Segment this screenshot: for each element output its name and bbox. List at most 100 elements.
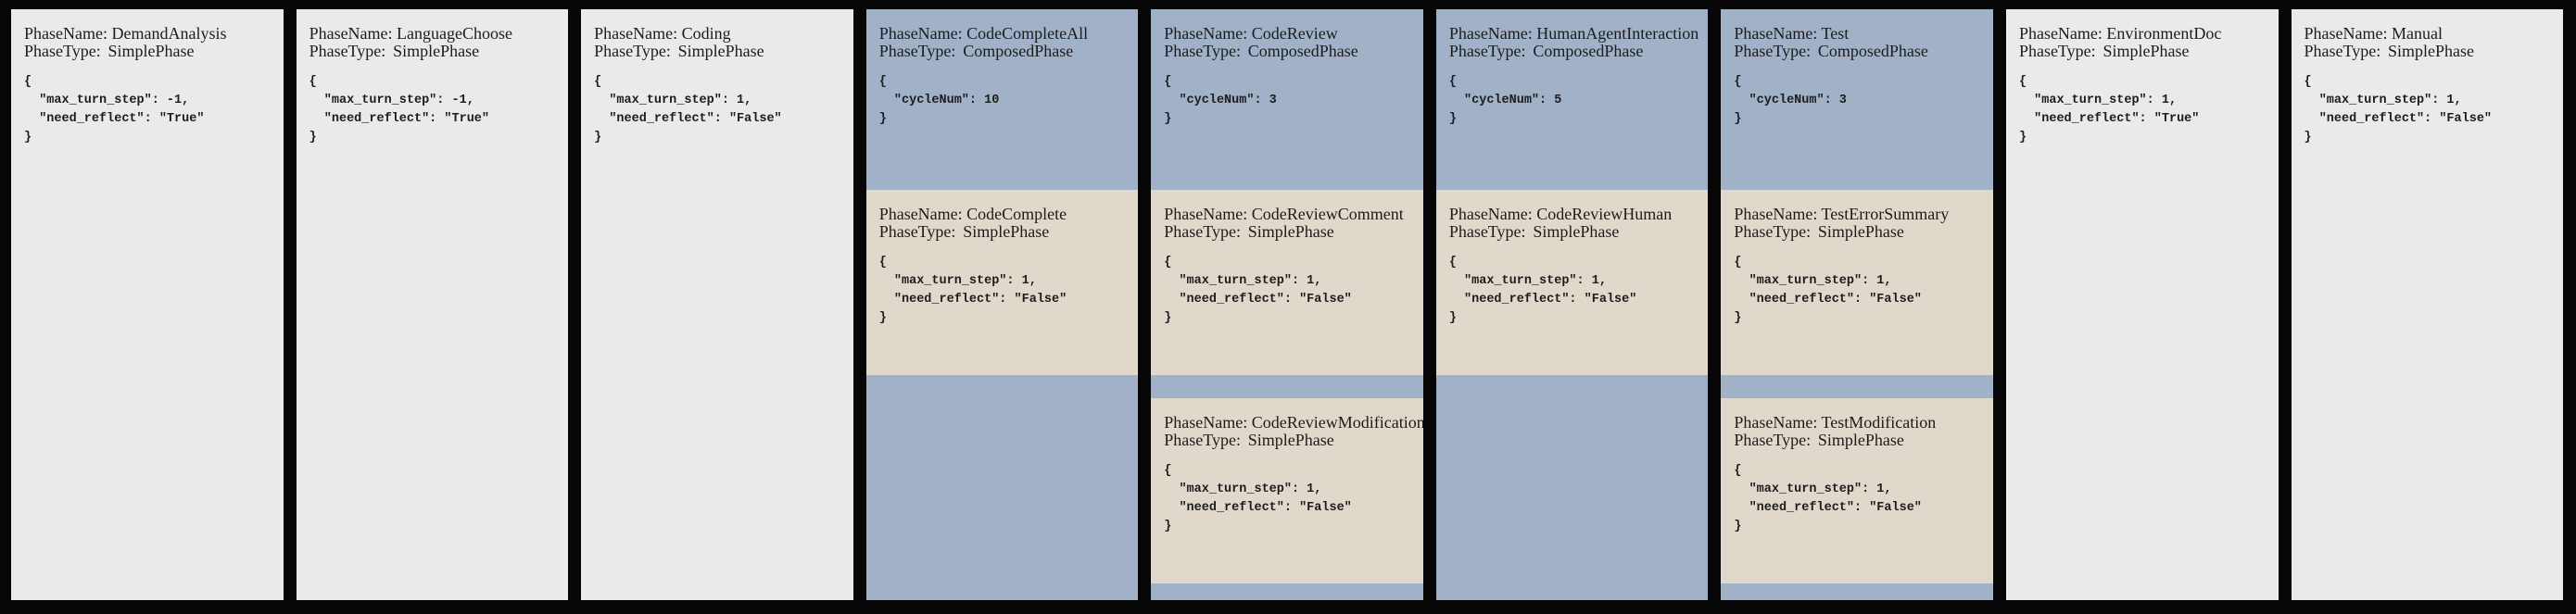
phase-type-row: PhaseType: SimplePhase xyxy=(1164,223,1416,241)
phase-type-label: PhaseType: xyxy=(594,42,671,60)
phase-config: { "max_turn_step": -1, "need_reflect": "… xyxy=(24,75,205,144)
phase-config: { "cycleNum": 10 } xyxy=(878,75,1000,126)
phase-type-row: PhaseType: SimplePhase xyxy=(594,43,846,60)
phase-type-value: SimplePhase xyxy=(1817,431,1904,449)
phase-config: { "max_turn_step": 1, "need_reflect": "F… xyxy=(1734,256,1922,325)
phase-config: { "max_turn_step": 1, "need_reflect": "F… xyxy=(1164,256,1352,325)
phase-config: { "cycleNum": 3 } xyxy=(1164,75,1277,126)
phase-block: PhaseName: Coding PhaseType: SimplePhase… xyxy=(581,9,853,190)
phase-name-value: CodeReviewModification xyxy=(1251,413,1423,432)
phase-name-label: PhaseName: xyxy=(1448,24,1533,43)
phase-name-label: PhaseName: xyxy=(1734,413,1818,432)
phase-name-row: PhaseName: Manual xyxy=(2305,25,2557,43)
phase-type-label: PhaseType: xyxy=(24,42,101,60)
phase-column-HumanAgentInteraction: PhaseName: HumanAgentInteraction PhaseTy… xyxy=(1435,9,1709,600)
phase-block: PhaseName: EnvironmentDoc PhaseType: Sim… xyxy=(2006,9,2279,190)
phase-block: PhaseName: TestErrorSummary PhaseType: S… xyxy=(1721,190,1993,375)
phase-name-label: PhaseName: xyxy=(878,24,963,43)
phase-type-value: SimplePhase xyxy=(1817,222,1904,241)
phase-name-value: HumanAgentInteraction xyxy=(1536,24,1699,43)
phase-column-EnvironmentDoc: PhaseName: EnvironmentDoc PhaseType: Sim… xyxy=(2005,9,2279,600)
phase-block: PhaseName: CodeReview PhaseType: Compose… xyxy=(1151,9,1423,190)
phase-name-label: PhaseName: xyxy=(309,24,393,43)
phase-name-value: Manual xyxy=(2391,24,2443,43)
phase-name-label: PhaseName: xyxy=(878,205,963,223)
phase-name-value: CodeCompleteAll xyxy=(966,24,1089,43)
phase-config: { "max_turn_step": 1, "need_reflect": "F… xyxy=(1734,464,1922,533)
phase-name-label: PhaseName: xyxy=(1164,413,1248,432)
phase-name-label: PhaseName: xyxy=(1448,205,1533,223)
phase-type-value: SimplePhase xyxy=(677,42,764,60)
phase-type-label: PhaseType: xyxy=(2304,42,2381,60)
phase-column-LanguageChoose: PhaseName: LanguageChoose PhaseType: Sim… xyxy=(296,9,569,600)
phase-name-value: CodeComplete xyxy=(966,205,1067,223)
phase-name-label: PhaseName: xyxy=(2018,24,2102,43)
phase-type-label: PhaseType: xyxy=(1448,42,1526,60)
phase-config: { "max_turn_step": 1, "need_reflect": "F… xyxy=(1164,464,1352,533)
phase-block: PhaseName: CodeReviewComment PhaseType: … xyxy=(1151,190,1423,375)
phase-type-row: PhaseType: ComposedPhase xyxy=(1734,43,1986,60)
phase-block: PhaseName: CodeComplete PhaseType: Simpl… xyxy=(865,190,1139,375)
phase-block: PhaseName: DemandAnalysis PhaseType: Sim… xyxy=(11,9,284,190)
phase-type-label: PhaseType: xyxy=(1734,431,1812,449)
composed-phase-gap xyxy=(1151,375,1423,398)
phase-type-value: SimplePhase xyxy=(963,222,1050,241)
phase-name-row: PhaseName: Test xyxy=(1734,25,1986,43)
phase-type-row: PhaseType: ComposedPhase xyxy=(879,43,1131,60)
phase-type-row: PhaseType: SimplePhase xyxy=(1164,432,1416,449)
phase-type-row: PhaseType: SimplePhase xyxy=(879,223,1131,241)
phase-column-Test: PhaseName: Test PhaseType: ComposedPhase… xyxy=(1721,9,1993,600)
phase-column-DemandAnalysis: PhaseName: DemandAnalysis PhaseType: Sim… xyxy=(11,9,284,600)
phase-name-value: CodeReview xyxy=(1251,24,1338,43)
phase-type-value: SimplePhase xyxy=(393,42,480,60)
phase-name-row: PhaseName: EnvironmentDoc xyxy=(2019,25,2271,43)
phase-name-value: DemandAnalysis xyxy=(111,24,227,43)
phase-type-value: ComposedPhase xyxy=(963,42,1074,60)
phase-type-label: PhaseType: xyxy=(1164,222,1241,241)
phase-config: { "max_turn_step": 1, "need_reflect": "F… xyxy=(878,256,1067,325)
phase-block: PhaseName: CodeCompleteAll PhaseType: Co… xyxy=(866,9,1139,190)
phase-type-row: PhaseType: SimplePhase xyxy=(1734,223,1986,241)
phase-name-label: PhaseName: xyxy=(2304,24,2388,43)
phase-type-label: PhaseType: xyxy=(1164,42,1241,60)
phase-type-row: PhaseType: SimplePhase xyxy=(24,43,276,60)
phase-name-value: TestErrorSummary xyxy=(1821,205,1950,223)
phase-name-value: Coding xyxy=(681,24,731,43)
phase-config: { "cycleNum": 5 } xyxy=(1448,75,1562,126)
phase-name-row: PhaseName: CodeReviewModification xyxy=(1164,413,1423,432)
phase-type-row: PhaseType: SimplePhase xyxy=(2019,43,2271,60)
phase-name-label: PhaseName: xyxy=(1734,24,1818,43)
phase-name-row: PhaseName: CodeReviewHuman xyxy=(1449,206,1701,223)
phase-type-label: PhaseType: xyxy=(1734,222,1812,241)
phase-name-row: PhaseName: CodeCompleteAll xyxy=(879,25,1131,43)
phase-column-Coding: PhaseName: Coding PhaseType: SimplePhase… xyxy=(581,9,853,600)
phase-config: { "max_turn_step": 1, "need_reflect": "F… xyxy=(2304,75,2493,144)
phase-block: PhaseName: Test PhaseType: ComposedPhase… xyxy=(1721,9,1993,190)
phase-type-value: ComposedPhase xyxy=(1533,42,1644,60)
phase-block: PhaseName: Manual PhaseType: SimplePhase… xyxy=(2292,9,2564,190)
phase-name-row: PhaseName: HumanAgentInteraction xyxy=(1449,25,1701,43)
phase-config: { "max_turn_step": 1, "need_reflect": "T… xyxy=(2018,75,2200,144)
phase-name-label: PhaseName: xyxy=(1164,205,1248,223)
phase-type-value: SimplePhase xyxy=(1247,431,1334,449)
phase-name-row: PhaseName: CodeReview xyxy=(1164,25,1416,43)
phase-name-value: TestModification xyxy=(1821,413,1937,432)
phase-type-label: PhaseType: xyxy=(1448,222,1526,241)
phase-config: { "max_turn_step": -1, "need_reflect": "… xyxy=(309,75,489,144)
phase-column-Manual: PhaseName: Manual PhaseType: SimplePhase… xyxy=(2291,9,2564,600)
phase-type-label: PhaseType: xyxy=(1734,42,1812,60)
phase-name-row: PhaseName: TestErrorSummary xyxy=(1734,206,1986,223)
phase-block: PhaseName: CodeReviewModification PhaseT… xyxy=(1151,398,1423,583)
phase-name-label: PhaseName: xyxy=(594,24,678,43)
phase-type-row: PhaseType: ComposedPhase xyxy=(1449,43,1701,60)
phase-name-row: PhaseName: TestModification xyxy=(1734,414,1986,432)
phase-block: PhaseName: CodeReviewHuman PhaseType: Si… xyxy=(1435,190,1709,375)
phase-block: PhaseName: HumanAgentInteraction PhaseTy… xyxy=(1436,9,1709,190)
phase-column-CodeReview: PhaseName: CodeReview PhaseType: Compose… xyxy=(1151,9,1423,600)
phase-type-label: PhaseType: xyxy=(878,222,956,241)
phase-type-row: PhaseType: ComposedPhase xyxy=(1164,43,1416,60)
phase-name-row: PhaseName: DemandAnalysis xyxy=(24,25,276,43)
phase-config: { "cycleNum": 3 } xyxy=(1734,75,1847,126)
phase-config: { "max_turn_step": 1, "need_reflect": "F… xyxy=(594,75,782,144)
phase-name-row: PhaseName: CodeReviewComment xyxy=(1164,206,1416,223)
